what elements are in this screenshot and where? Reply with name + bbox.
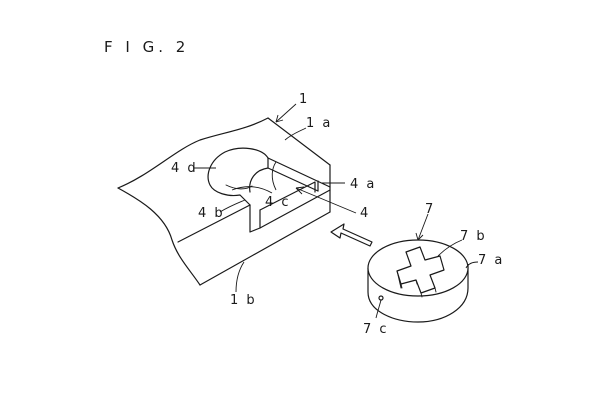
break-line-top (117, 117, 269, 189)
figure-title: F I G. 2 (104, 38, 189, 56)
label-7a: 7 a (478, 253, 504, 268)
disc-part (367, 239, 469, 323)
label-4d: 4 d (171, 161, 198, 176)
recess-opening (207, 147, 269, 206)
label-7: 7 (425, 202, 435, 217)
label-4b: 4 b (198, 206, 225, 221)
lead-1a (284, 127, 307, 141)
slot-notch-inner (259, 181, 316, 211)
lead-7-arrow (415, 232, 424, 241)
label-7c: 7 c (363, 322, 389, 337)
lead-4c-2 (271, 161, 277, 191)
cross-thickness (396, 270, 437, 298)
top-front-edge (177, 204, 251, 243)
label-1a: 1 a (306, 116, 332, 131)
lead-1 (275, 103, 297, 123)
label-4a: 4 a (350, 177, 376, 192)
recess-inner-wall (249, 167, 269, 193)
label-4c: 4 c (265, 195, 291, 210)
lead-1-arrow (275, 114, 284, 123)
slot-rail-upper (267, 157, 331, 188)
part1-lead-lines (193, 103, 357, 293)
lead-7a (465, 261, 479, 269)
part7-lead-lines (375, 213, 479, 319)
top-face-right-edge (267, 117, 331, 166)
slot-notch (249, 204, 261, 233)
lead-1b (235, 261, 245, 293)
bottom-front-edge (199, 211, 331, 286)
lead-7b (437, 239, 463, 257)
lead-4c (231, 186, 273, 194)
insertion-arrow-shape (330, 223, 373, 247)
lead-4-arrow (295, 186, 305, 195)
labels: 1 1 a 4 d 4 a 4 b 4 c 4 1 b 7 7 b 7 a 7 … (171, 92, 504, 337)
label-1b: 1 b (230, 293, 257, 308)
label-7b: 7 b (460, 229, 487, 244)
lead-7 (417, 213, 429, 241)
label-1: 1 (299, 92, 309, 107)
top-front-edge-2 (259, 189, 331, 229)
lead-4b (219, 199, 246, 213)
lead-4 (295, 187, 357, 214)
slot-rail-lower (267, 167, 319, 192)
insertion-arrow (330, 223, 373, 247)
break-line-left (117, 187, 201, 286)
label-4: 4 (360, 206, 370, 221)
lead-7c (375, 299, 382, 319)
main-body-part (117, 117, 331, 286)
